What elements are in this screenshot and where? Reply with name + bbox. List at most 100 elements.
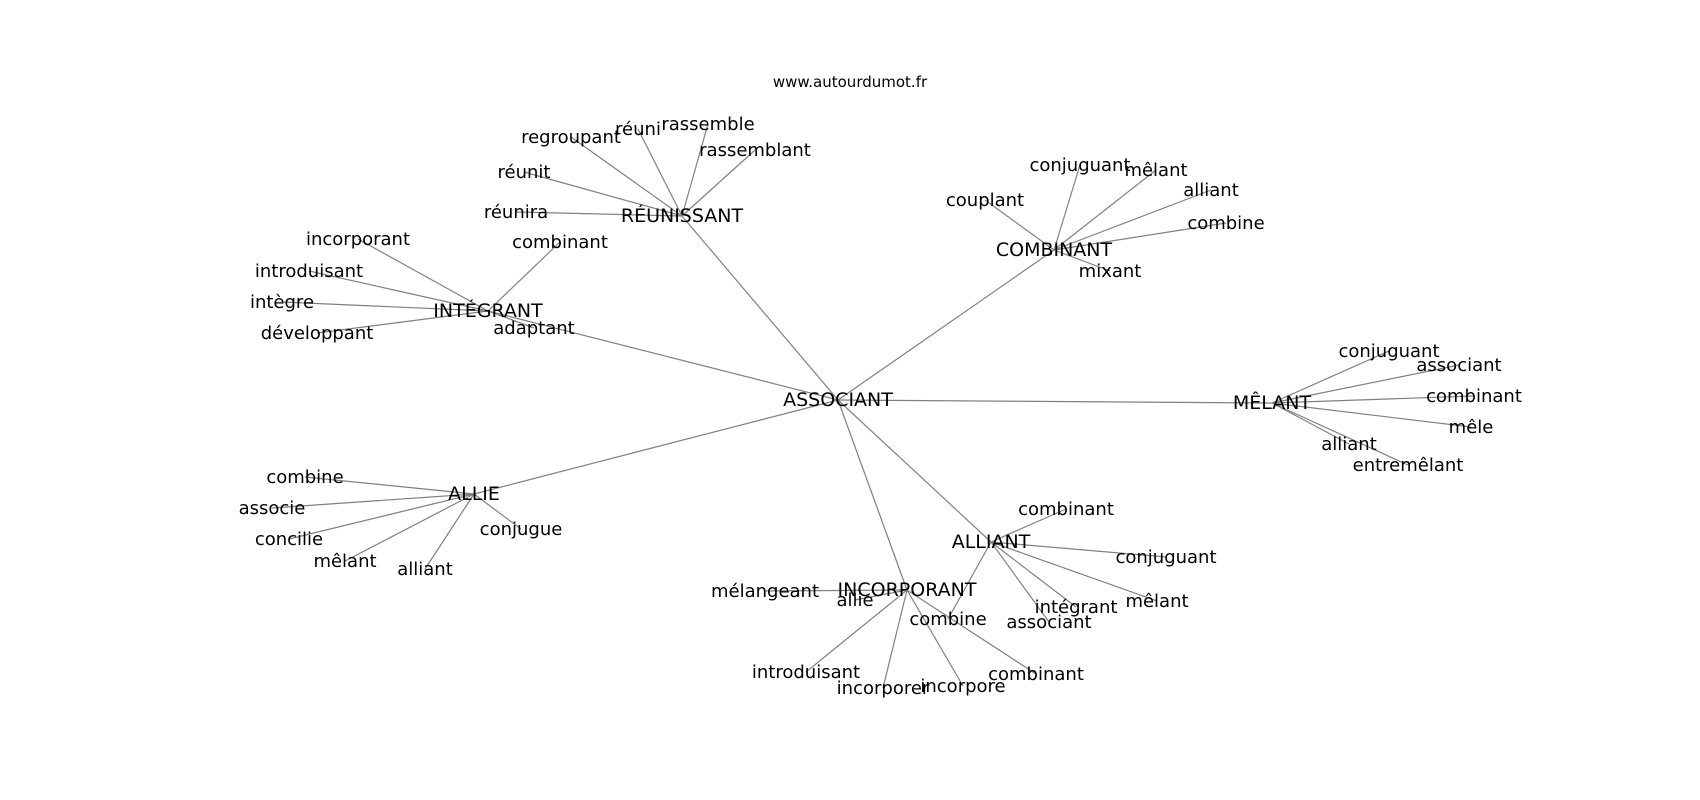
leaf-word-node[interactable]: réunit — [498, 162, 551, 183]
hub-word-node[interactable]: INCORPORANT — [838, 579, 977, 601]
leaf-word-node[interactable]: conjugue — [480, 519, 563, 540]
leaf-word-node[interactable]: introduisant — [255, 261, 363, 282]
edge-hub-leaf — [1271, 402, 1472, 428]
edge-hub-leaf — [882, 589, 908, 689]
edge-hub-leaf — [288, 493, 475, 540]
edge-root-hub — [681, 215, 839, 401]
leaf-word-node[interactable]: combinant — [1018, 499, 1114, 520]
leaf-word-node[interactable]: combinant — [1426, 386, 1522, 407]
leaf-word-node[interactable]: associe — [239, 498, 306, 519]
leaf-word-node[interactable]: combinant — [988, 664, 1084, 685]
edge-hub-leaf — [570, 136, 683, 217]
leaf-word-node[interactable]: concilie — [255, 529, 323, 550]
leaf-word-node[interactable]: mêlant — [313, 551, 376, 572]
edge-hub-leaf — [1053, 249, 1111, 272]
leaf-word-node[interactable]: combine — [909, 609, 986, 630]
edge-hub-leaf — [990, 541, 1167, 558]
edge-hub-leaf — [1053, 164, 1081, 251]
leaf-word-node[interactable]: introduisant — [752, 662, 860, 683]
leaf-word-node[interactable]: conjuguant — [1029, 155, 1130, 176]
leaf-word-node[interactable]: combine — [266, 467, 343, 488]
edge-hub-leaf — [990, 541, 1077, 608]
edge-hub-leaf — [947, 541, 992, 620]
leaf-word-node[interactable]: combine — [1187, 213, 1264, 234]
leaf-word-node[interactable]: adaptant — [493, 318, 574, 339]
edge-hub-leaf — [308, 270, 489, 312]
edge-root-hub — [837, 399, 1273, 404]
leaf-word-node[interactable]: combinant — [512, 232, 608, 253]
leaf-word-node[interactable]: associant — [1006, 612, 1091, 633]
leaf-word-node[interactable]: mêlant — [1124, 160, 1187, 181]
leaf-word-node[interactable]: incorporant — [306, 229, 410, 250]
edge-hub-leaf — [1053, 189, 1212, 251]
edge-hub-leaf — [906, 589, 1037, 675]
edge-hub-leaf — [357, 238, 489, 312]
site-watermark: www.autourdumot.fr — [773, 73, 928, 91]
leaf-word-node[interactable]: alliant — [1183, 180, 1239, 201]
edge-hub-leaf — [990, 508, 1067, 543]
leaf-word-node[interactable]: réunira — [484, 202, 548, 223]
leaf-word-node[interactable]: mélangeant — [711, 581, 819, 602]
edge-root-hub — [487, 310, 839, 401]
root-word-node[interactable]: ASSOCIANT — [783, 389, 893, 411]
edge-hub-leaf — [1271, 364, 1460, 404]
leaf-word-node[interactable]: incorpore — [920, 676, 1005, 697]
hub-word-node[interactable]: RÉUNISSANT — [621, 204, 744, 227]
hub-word-node[interactable]: INTÉGRANT — [433, 299, 543, 322]
edge-hub-leaf — [990, 541, 1050, 623]
leaf-word-node[interactable]: incorporer — [837, 678, 930, 699]
edge-hub-leaf — [681, 123, 709, 217]
leaf-word-node[interactable]: associant — [1416, 355, 1501, 376]
edge-root-hub — [473, 399, 839, 495]
edge-hub-leaf — [1053, 169, 1157, 251]
leaf-word-node[interactable]: conjuguant — [1115, 547, 1216, 568]
leaf-word-node[interactable]: intègre — [250, 292, 314, 313]
edge-hub-leaf — [854, 589, 908, 601]
leaf-word-node[interactable]: allie — [836, 590, 873, 611]
edge-hub-leaf — [906, 589, 964, 687]
edge-hub-leaf — [1271, 402, 1350, 445]
edge-hub-leaf — [487, 241, 561, 312]
leaf-word-node[interactable]: mêlant — [1125, 591, 1188, 612]
leaf-word-node[interactable]: rassemblant — [699, 140, 811, 161]
hub-word-node[interactable]: ALLIE — [448, 483, 500, 505]
hub-word-node[interactable]: MÊLANT — [1233, 391, 1312, 414]
edge-root-hub — [837, 399, 908, 591]
edge-hub-leaf — [515, 211, 683, 217]
edge-hub-leaf — [1053, 222, 1227, 251]
leaf-word-node[interactable]: regroupant — [521, 127, 621, 148]
edge-hub-leaf — [316, 310, 489, 334]
edge-hub-leaf — [1271, 350, 1390, 404]
hub-word-node[interactable]: COMBINANT — [996, 239, 1113, 261]
edge-hub-leaf — [1271, 402, 1409, 466]
edge-hub-leaf — [271, 493, 475, 509]
edge-hub-leaf — [344, 493, 475, 562]
leaf-word-node[interactable]: développant — [261, 323, 374, 344]
leaf-word-node[interactable]: mixant — [1079, 261, 1142, 282]
edge-hub-leaf — [281, 301, 489, 312]
leaf-word-node[interactable]: couplant — [946, 190, 1024, 211]
edge-hub-leaf — [764, 589, 908, 592]
hub-word-node[interactable]: ALLIANT — [952, 531, 1031, 553]
edge-hub-leaf — [637, 128, 683, 217]
leaf-word-node[interactable]: mêle — [1449, 417, 1494, 438]
edge-root-hub — [837, 249, 1055, 401]
leaf-word-node[interactable]: réuni — [615, 119, 661, 140]
edge-hub-leaf — [304, 476, 475, 495]
edge-hub-leaf — [681, 149, 756, 217]
graph-edges — [271, 123, 1475, 689]
edge-root-hub — [837, 399, 992, 543]
edge-hub-leaf — [473, 493, 522, 530]
leaf-word-node[interactable]: alliant — [1321, 434, 1377, 455]
leaf-word-node[interactable]: conjuguant — [1338, 341, 1439, 362]
edge-hub-leaf — [990, 541, 1158, 602]
leaf-word-node[interactable]: alliant — [397, 559, 453, 580]
edge-hub-leaf — [805, 589, 908, 673]
leaf-word-node[interactable]: intégrant — [1035, 597, 1118, 618]
edge-hub-leaf — [523, 171, 683, 217]
edge-hub-leaf — [1271, 395, 1475, 404]
leaf-word-node[interactable]: rassemble — [661, 114, 754, 135]
leaf-word-node[interactable]: entremêlant — [1353, 455, 1464, 476]
